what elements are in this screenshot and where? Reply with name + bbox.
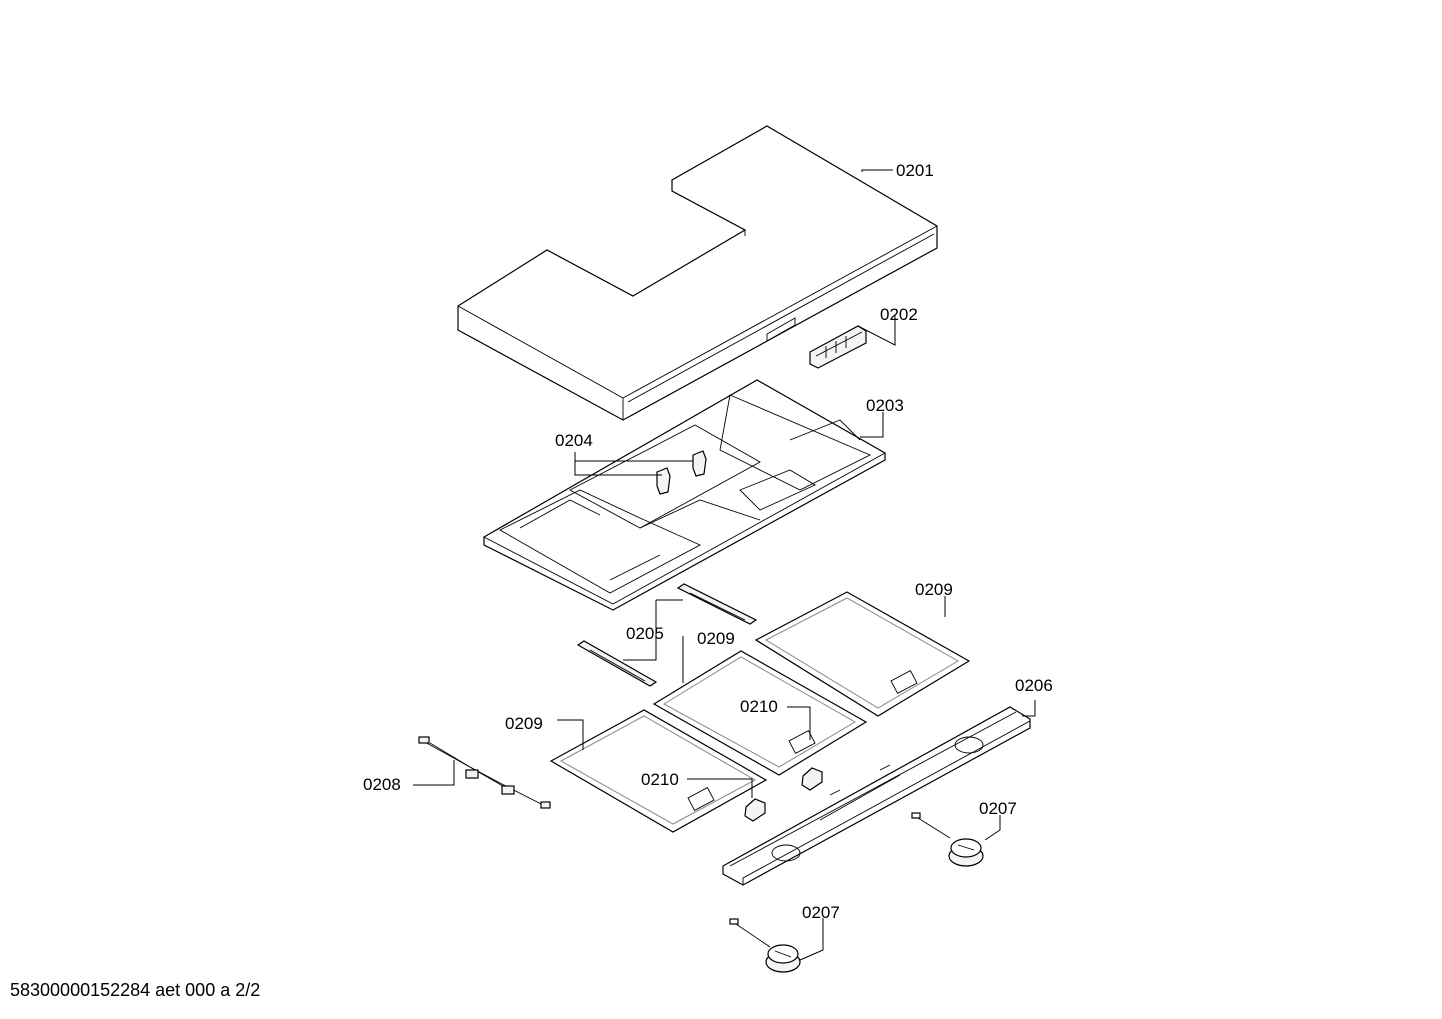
part-0208-cable-harness: [418, 736, 551, 809]
label-0209-left: 0209: [505, 714, 543, 733]
part-0209-filter-middle: [652, 650, 868, 776]
part-0201-cover: [457, 125, 938, 421]
label-0210-lower: 0210: [641, 770, 679, 789]
part-0203-hood-body: [483, 379, 886, 611]
leader-lines: [413, 169, 1036, 961]
document-id-footer: 58300000152284 aet 000 a 2/2: [10, 980, 261, 1000]
label-0209-right: 0209: [915, 580, 953, 599]
label-0208: 0208: [363, 775, 401, 794]
label-0202: 0202: [880, 305, 918, 324]
part-0204-clips: [656, 450, 707, 495]
part-0207-knob-right: [911, 812, 984, 867]
part-0209-filter-right: [754, 591, 971, 717]
part-0202-bracket: [809, 325, 867, 369]
label-0207-right: 0207: [979, 799, 1017, 818]
label-0209-middle: 0209: [697, 629, 735, 648]
label-0204: 0204: [555, 431, 593, 450]
label-0205: 0205: [626, 624, 664, 643]
label-0201: 0201: [896, 161, 934, 180]
label-0210-upper: 0210: [740, 697, 778, 716]
part-0205-rail-upper: [676, 583, 758, 625]
part-0207-knob-bottom: [729, 918, 801, 973]
label-0206: 0206: [1015, 676, 1053, 695]
label-0207-bottom: 0207: [802, 903, 840, 922]
part-0210-handle-lower: [744, 798, 766, 822]
part-0209-filter-left: [549, 709, 768, 833]
part-0206-control-panel: [722, 706, 1031, 886]
part-0205-rail-lower: [576, 640, 658, 687]
label-0203: 0203: [866, 396, 904, 415]
part-0210-handle-upper: [801, 767, 823, 791]
